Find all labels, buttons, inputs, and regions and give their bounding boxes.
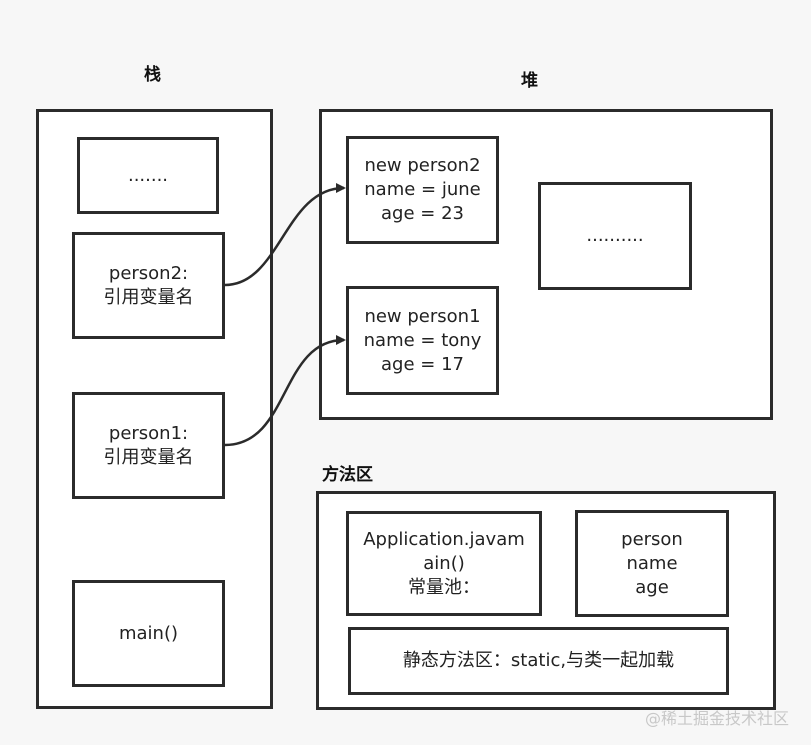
main-frame-label: main() (118, 622, 179, 644)
watermark: @稀土掘金技术社区 (644, 709, 789, 728)
stack-ellipsis-box: ....... (77, 137, 219, 214)
person-class-field-name: name (626, 552, 678, 574)
stack-main-frame: main() (72, 580, 225, 687)
static-method-area-label: 静态方法区：static,与类一起加载 (402, 650, 675, 671)
person2-ref-name: person2: (108, 262, 189, 284)
application-class-line2: ain() (423, 552, 465, 574)
person1-ref-name: person1: (108, 422, 189, 444)
method-area-person-class-box: person name age (575, 510, 729, 617)
application-class-line1: Application.javam (363, 528, 525, 550)
static-method-area-box: 静态方法区：static,与类一起加载 (348, 627, 729, 695)
constant-pool-label: 常量池： (408, 576, 480, 598)
heap-ellipsis-text: .......... (586, 225, 644, 246)
person2-object-age: age = 23 (381, 203, 464, 224)
heap-person2-object: new person2 name = june age = 23 (346, 136, 499, 244)
person2-object-title: new person2 (364, 155, 481, 176)
person2-ref-label: 引用变量名 (103, 286, 194, 308)
stack-person1-ref: person1: 引用变量名 (72, 392, 225, 499)
heap-ellipsis-box: .......... (538, 182, 692, 290)
stack-ellipsis-text: ....... (127, 164, 169, 186)
person1-object-title: new person1 (364, 305, 481, 327)
person2-object-name: name = june (364, 179, 481, 200)
person1-object-name: name = tony (363, 329, 482, 351)
stack-title: 栈 (144, 65, 161, 85)
method-area-application-box: Application.javam ain() 常量池： (346, 511, 542, 616)
heap-title: 堆 (521, 71, 538, 91)
person1-ref-label: 引用变量名 (103, 446, 194, 468)
stack-person2-ref: person2: 引用变量名 (72, 232, 225, 339)
person1-object-age: age = 17 (381, 353, 464, 375)
heap-person1-object: new person1 name = tony age = 17 (346, 286, 499, 395)
person-class-field-age: age (635, 576, 669, 598)
method-area-title: 方法区 (322, 465, 373, 485)
person-class-name: person (621, 528, 683, 550)
